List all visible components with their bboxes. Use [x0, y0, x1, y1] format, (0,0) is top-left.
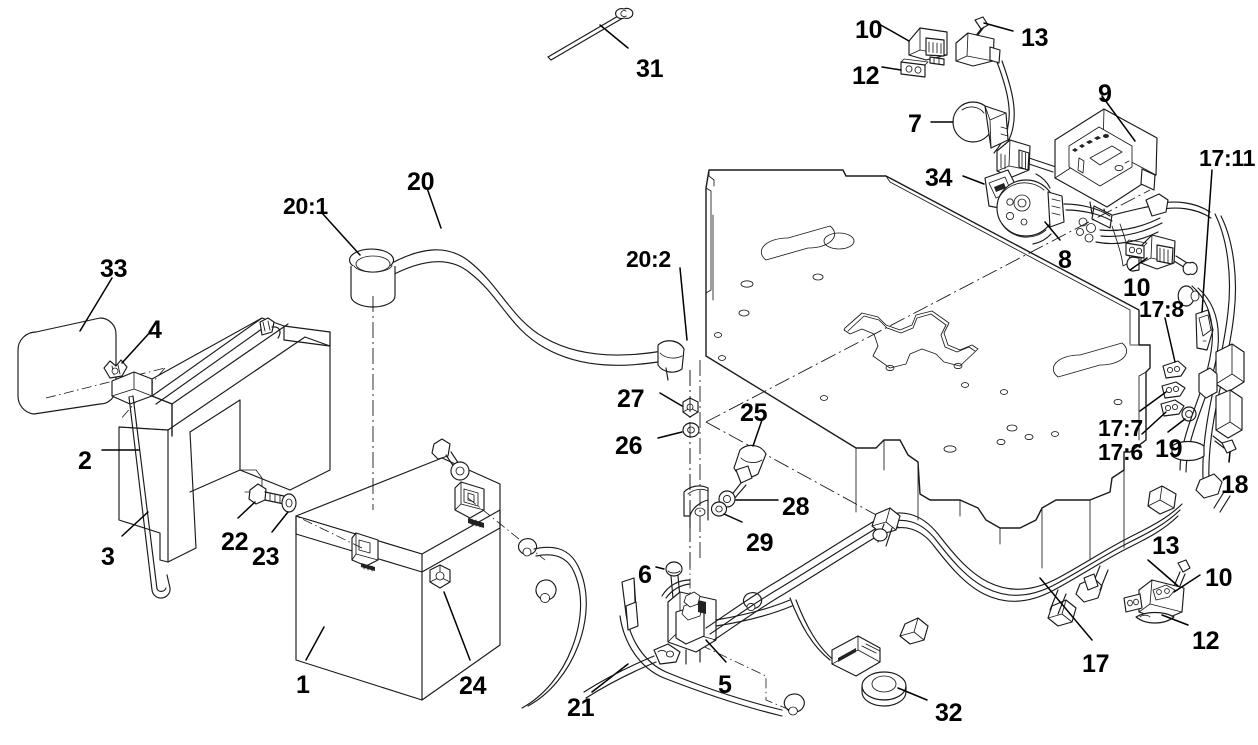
- part-2-battery-hold-down-plate: [111, 317, 331, 563]
- callout-4: 4: [148, 316, 162, 344]
- callout-26: 26: [615, 432, 643, 460]
- callout-23: 23: [252, 543, 280, 571]
- callout-27: 27: [617, 385, 645, 413]
- part-23-flat-washer: [281, 493, 297, 513]
- battery-terminal-positive: [454, 481, 485, 519]
- callout-5: 5: [718, 671, 732, 699]
- part-10-relay-top: [908, 27, 948, 66]
- part-31-cable-tie-rod: [547, 7, 634, 61]
- callout-28: 28: [782, 493, 810, 521]
- callout-17: 17: [1082, 650, 1110, 678]
- callout-12-b: 12: [1192, 627, 1220, 655]
- callout-20-2: 20:2: [626, 246, 671, 272]
- battery-terminal-negative: [351, 532, 379, 567]
- callout-13-b: 13: [1152, 532, 1180, 560]
- part-17-wire-harness: [705, 473, 1231, 677]
- callout-21: 21: [567, 694, 595, 722]
- part-20-2-cable-end-boot: [657, 340, 685, 381]
- harness-right-column: [1147, 213, 1245, 515]
- part-27-nut: [682, 397, 699, 418]
- callout-25: 25: [740, 399, 768, 427]
- part-22-carriage-bolt: [248, 483, 285, 505]
- harness-connector-stack: [996, 139, 1057, 178]
- part-6-terminal-cap: [665, 561, 683, 599]
- callout-24: 24: [459, 672, 487, 700]
- callout-34: 34: [925, 164, 953, 192]
- callout-10-b: 10: [1123, 274, 1151, 302]
- callout-32: 32: [935, 699, 963, 727]
- part-9-control-display-module: [1054, 108, 1158, 229]
- callout-17-8: 17:8: [1139, 296, 1184, 322]
- part-33-battery-cover-pad: [17, 317, 117, 415]
- callout-10-c: 10: [1205, 564, 1233, 592]
- part-5-starter-solenoid: [653, 579, 793, 665]
- part-24-hex-nut: [429, 564, 451, 589]
- part-3-j-hook-rod: [128, 395, 171, 599]
- callout-17-7: 17:7: [1098, 415, 1143, 441]
- callout-10-a: 10: [855, 16, 883, 44]
- callout-20-1: 20:1: [283, 193, 328, 219]
- part-25-boot-cover: [729, 444, 767, 500]
- callout-20: 20: [407, 168, 435, 196]
- callout-18: 18: [1221, 471, 1249, 499]
- part-7-ignition-switch: [952, 101, 1009, 149]
- callout-19: 19: [1155, 435, 1183, 463]
- callout-9: 9: [1098, 80, 1112, 108]
- part-17-11-harness-connector: [1195, 309, 1214, 351]
- part-29-flat-washer-small: [710, 501, 728, 517]
- battery-bolt-washer-top: [431, 438, 470, 481]
- callout-29: 29: [746, 529, 774, 557]
- callout-22: 22: [221, 528, 249, 556]
- callout-2: 2: [78, 447, 92, 475]
- part-12-relay-bracket-bottom: [1135, 611, 1175, 624]
- part-relay-connector-top: [955, 32, 1015, 156]
- callout-7: 7: [908, 110, 922, 138]
- part-17-7-terminal: [1161, 381, 1186, 399]
- part-17-8-terminal: [1162, 360, 1187, 379]
- part-8-hour-meter-module: [996, 173, 1065, 245]
- part-18-clamp-pin: [1212, 435, 1237, 454]
- callout-33: 33: [100, 255, 128, 283]
- callout-3: 3: [101, 543, 115, 571]
- chassis-deck-plate: [705, 169, 1151, 569]
- part-4-wing-nut: [103, 359, 128, 379]
- part-1-battery: [295, 457, 501, 701]
- part-10-relay-middle: [1125, 234, 1198, 276]
- callout-13-a: 13: [1021, 24, 1049, 52]
- callout-1: 1: [296, 671, 310, 699]
- part-26-washer: [682, 422, 700, 438]
- harness-branch-left: [583, 601, 657, 699]
- part-12-relay-bracket-top: [900, 58, 929, 78]
- callout-31: 31: [636, 55, 664, 83]
- solenoid-mount-bracket: [683, 485, 709, 529]
- callout-8: 8: [1058, 246, 1072, 274]
- part-10-relay-bottom: [1123, 579, 1185, 621]
- part-21-ground-cable: [517, 538, 805, 717]
- part-20-1-cable-boot-terminal: [348, 248, 396, 308]
- callout-17-6: 17:6: [1098, 439, 1143, 465]
- callout-6: 6: [638, 561, 652, 589]
- callout-12-a: 12: [852, 62, 880, 90]
- callout-17-11: 17:11: [1199, 145, 1256, 171]
